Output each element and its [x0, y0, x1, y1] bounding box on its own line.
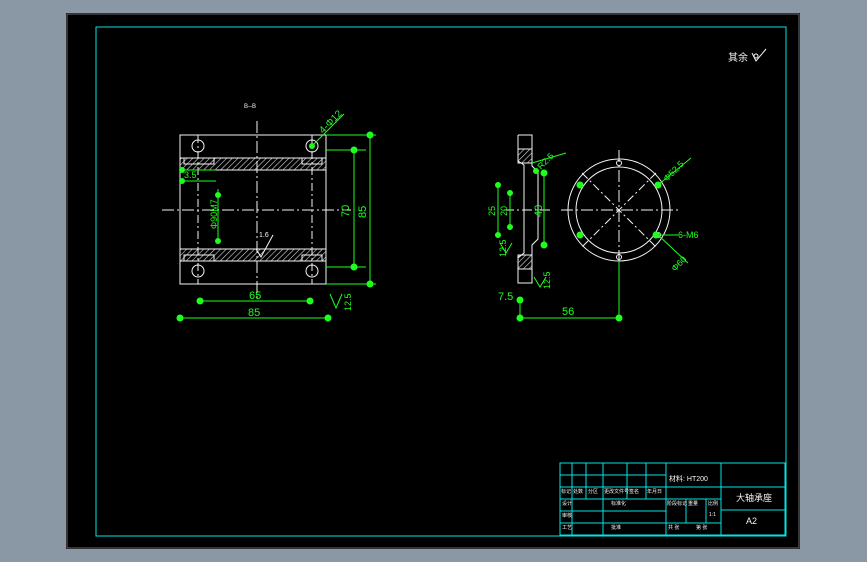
- surface-note-label: 其余: [728, 53, 748, 64]
- roughness-12-5-left: 12.5: [343, 293, 353, 311]
- sheet-size: A2: [746, 516, 758, 526]
- flange-top-hatch: [517, 148, 533, 164]
- left-dimension-nodes: [176, 131, 374, 322]
- scale-value: 1:1: [709, 512, 716, 518]
- dim-56: 56: [562, 306, 575, 318]
- dim-65: 65: [249, 290, 262, 302]
- dim-25: 25: [487, 205, 497, 216]
- bore-callout: Φ90M7: [209, 199, 219, 229]
- row-label: 工艺: [562, 525, 573, 531]
- drawing-canvas: [66, 13, 800, 549]
- col-label: 标记: [561, 489, 572, 495]
- right-side-view: [504, 134, 552, 284]
- stage-label: 比例: [708, 501, 719, 507]
- flange-bottom-hatch: [517, 254, 533, 270]
- mid-label: 标准化: [611, 501, 627, 507]
- left-section-view: [162, 121, 351, 298]
- part-name: 大轴承座: [736, 493, 773, 503]
- col-label: 处数: [573, 489, 584, 495]
- col-label: 签名: [629, 489, 640, 495]
- left-dimensions: [180, 113, 376, 319]
- thread-callout: 6-M6: [678, 230, 699, 240]
- col-label: 年月日: [647, 489, 663, 495]
- dim-85-bottom: 85: [248, 307, 261, 319]
- surface-note-symbol: [751, 48, 767, 62]
- dim-85-right: 85: [357, 205, 369, 218]
- roughness-value: 1.6: [259, 232, 269, 239]
- right-front-view: [561, 150, 678, 270]
- right-dimension-nodes: [495, 168, 662, 322]
- row-label: 审核: [562, 513, 573, 519]
- col-label: 更改文件号: [604, 489, 630, 495]
- roughness-12-5-right: 12.5: [542, 271, 552, 289]
- dim-70: 70: [340, 204, 352, 217]
- dim-3-5: 3.5: [184, 170, 197, 180]
- inner-frame: [95, 26, 787, 537]
- outer-frame: [66, 13, 800, 549]
- material-label: 材料: HT200: [669, 476, 708, 483]
- section-label: B--B: [244, 104, 256, 110]
- col-label: 分区: [588, 489, 599, 495]
- drawing-sheet: 其余 B--B 4-Φ12 Φ90M7 1.6 3.5 65 85 70 85 …: [66, 13, 800, 549]
- dim-40: 40: [533, 204, 545, 217]
- dim-12-5: 12.5: [498, 239, 508, 257]
- dim-7-5: 7.5: [498, 291, 514, 303]
- title-block: [559, 462, 786, 536]
- dim-20: 20: [499, 205, 509, 216]
- stage-label: 重量: [688, 501, 699, 507]
- sheet-count: 共 张: [668, 525, 680, 531]
- stage-label: 阶段标记: [667, 501, 688, 507]
- sheet-index: 第 张: [696, 525, 708, 531]
- row-label: 设计: [562, 501, 573, 507]
- mid-label: 批准: [611, 525, 622, 531]
